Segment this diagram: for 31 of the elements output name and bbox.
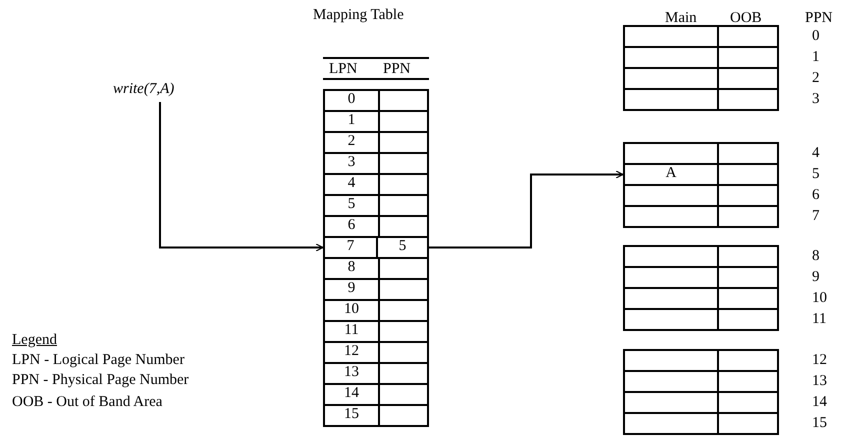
page-number: 11 (812, 310, 826, 328)
page-number: 7 (812, 207, 820, 225)
table-cell: 0 (323, 89, 380, 112)
page-number: 13 (812, 372, 827, 390)
column-header: OOB (730, 9, 762, 27)
page-number: 12 (812, 351, 827, 369)
arrow (429, 170, 624, 248)
page-number: 5 (812, 165, 820, 183)
legend-text: LPN - Logical Page Number (12, 351, 184, 369)
page-number: 4 (812, 144, 820, 162)
page-number: 0 (812, 27, 820, 45)
page-number: 6 (812, 186, 820, 204)
legend-heading: Legend (12, 331, 57, 349)
page-number: 9 (812, 268, 820, 286)
page-number: 2 (812, 69, 820, 87)
legend-text: OOB - Out of Band Area (12, 393, 162, 411)
page-number: 10 (812, 289, 827, 307)
page-number: 1 (812, 48, 820, 66)
page-number: 8 (812, 247, 820, 265)
operation-label: write(7,A) (113, 80, 174, 98)
column-header: PPN (805, 9, 833, 27)
page-number: 14 (812, 393, 827, 411)
column-header: PPN (383, 60, 411, 78)
page-number: 15 (812, 414, 827, 432)
arrow (159, 102, 324, 252)
page-number: 3 (812, 90, 820, 108)
table-cell: 15 (323, 404, 380, 427)
table-title: Mapping Table (313, 6, 404, 24)
column-header: Main (665, 9, 697, 27)
legend-text: PPN - Physical Page Number (12, 371, 189, 389)
column-header: LPN (329, 60, 358, 78)
